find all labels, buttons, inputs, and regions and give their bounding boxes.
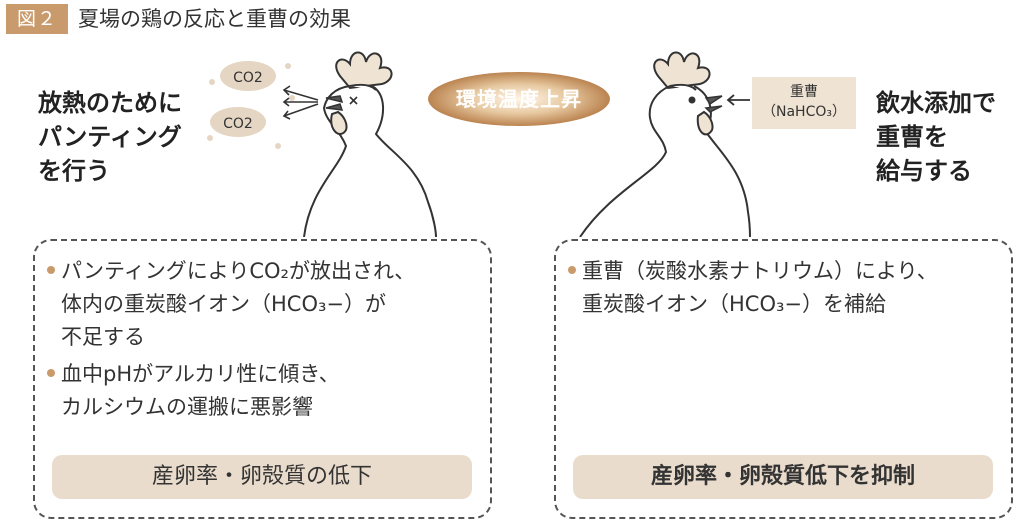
- left-bullet-list: パンティングによりCO₂が放出され、 体内の重炭酸イオン（HCO₃−）が 不足す…: [47, 255, 415, 424]
- bullet-line: パンティングによりCO₂が放出され、: [61, 259, 416, 283]
- list-item: 重曹（炭酸水素ナトリウム）により、: [568, 255, 938, 288]
- co2-label-top: CO2: [233, 70, 263, 86]
- bullet-dot-icon: [568, 266, 576, 274]
- panting-chicken-illustration: CO2 CO2: [207, 51, 437, 237]
- bullet-line: 重曹（炭酸水素ナトリウム）により、: [582, 259, 938, 283]
- right-bullet-list: 重曹（炭酸水素ナトリウム）により、 重炭酸イオン（HCO₃−）を補給: [568, 255, 938, 321]
- figure-label: 図２: [6, 4, 68, 34]
- co2-label-bottom: CO2: [223, 116, 253, 132]
- left-result-label: 産卵率・卵殻質の低下: [52, 455, 472, 499]
- soda-label: 重曹: [790, 84, 818, 100]
- bullet-line: 体内の重炭酸イオン（HCO₃−）が: [61, 292, 386, 316]
- eye-icon: [688, 96, 696, 104]
- bullet-line: 不足する: [61, 325, 145, 349]
- co2-bubble-top: CO2: [220, 61, 276, 91]
- list-item: 血中pHがアルカリ性に傾き、: [47, 358, 415, 391]
- left-headline: 放熱のために パンティング を行う: [38, 86, 182, 188]
- left-headline-line: 放熱のために: [38, 89, 182, 117]
- intake-arrow: [726, 94, 750, 106]
- bullet-dot-icon: [47, 266, 55, 274]
- left-headline-line: を行う: [38, 157, 110, 185]
- bullet-line: 血中pHがアルカリ性に傾き、: [61, 362, 340, 386]
- right-headline-line: 給与する: [876, 157, 972, 185]
- temperature-oval: [428, 72, 610, 126]
- bullet-line: カルシウムの運搬に悪影響: [61, 395, 313, 419]
- left-headline-line: パンティング: [38, 123, 182, 151]
- chicken-illustration: [579, 51, 751, 237]
- right-headline: 飲水添加で 重曹を 給与する: [876, 86, 996, 188]
- right-headline-line: 重曹を: [876, 123, 948, 151]
- right-headline-line: 飲水添加で: [876, 89, 996, 117]
- figure-title: 夏場の鶏の反応と重曹の効果: [78, 7, 351, 31]
- bullet-line: 重炭酸イオン（HCO₃−）を補給: [582, 292, 886, 316]
- exhale-arrows: [282, 85, 319, 120]
- temperature-label: 環境温度上昇: [456, 87, 582, 111]
- co2-bubble-bottom: CO2: [210, 107, 266, 137]
- soda-formula: （NaHCO₃）: [762, 104, 846, 120]
- bullet-dot-icon: [47, 369, 55, 377]
- sodium-bicarbonate-box: 重曹 （NaHCO₃）: [752, 77, 856, 129]
- list-item: パンティングによりCO₂が放出され、: [47, 255, 415, 288]
- right-result-label: 産卵率・卵殻質低下を抑制: [573, 455, 993, 499]
- closed-eye-icon: [349, 96, 358, 105]
